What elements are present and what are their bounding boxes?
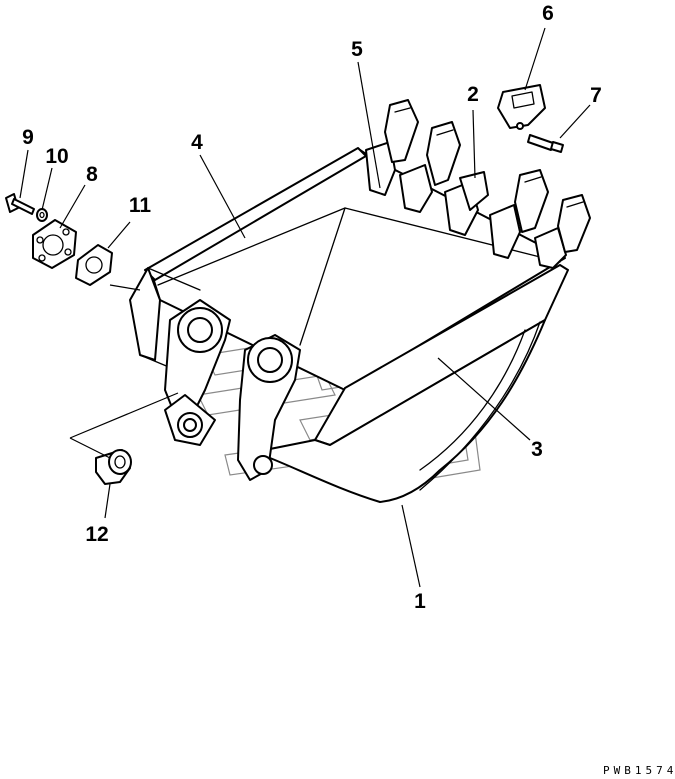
document-code: PWB1574: [603, 764, 675, 777]
callout-6: 6: [542, 2, 554, 25]
callout-8: 8: [86, 163, 98, 186]
callout-5: 5: [351, 38, 363, 61]
tooth-5: [534, 194, 591, 269]
callout-10: 10: [45, 145, 68, 168]
bolt-exploded: [5, 193, 35, 215]
callout-3: 3: [531, 438, 543, 461]
teeth-row: [365, 99, 591, 269]
tooth-4: [489, 169, 549, 259]
callout-9: 9: [22, 126, 34, 149]
leader-lines: [19, 27, 591, 588]
callout-11: 11: [129, 194, 152, 217]
flange-exploded: [32, 219, 77, 269]
callout-7: 7: [590, 84, 602, 107]
bucket-brackets: [164, 299, 301, 481]
callout-1: 1: [414, 590, 426, 613]
bucket-left-wall: [129, 267, 161, 361]
pin-exploded: [527, 134, 564, 153]
callout-4: 4: [191, 131, 203, 154]
callouts: 1 2 3 4 5 6 7 8 9 10 11 12: [22, 2, 602, 613]
callout-2: 2: [467, 83, 479, 106]
tooth-2: [399, 121, 461, 213]
bucket-bottom-shell: [239, 319, 546, 503]
tooth-1: [365, 99, 419, 196]
gasket-exploded: [75, 244, 113, 286]
bushing-exploded: [95, 449, 132, 485]
washer-exploded: [36, 208, 48, 222]
callout-12: 12: [85, 523, 108, 546]
tooth-3: [444, 171, 489, 236]
tooth-point-exploded: [497, 84, 546, 130]
